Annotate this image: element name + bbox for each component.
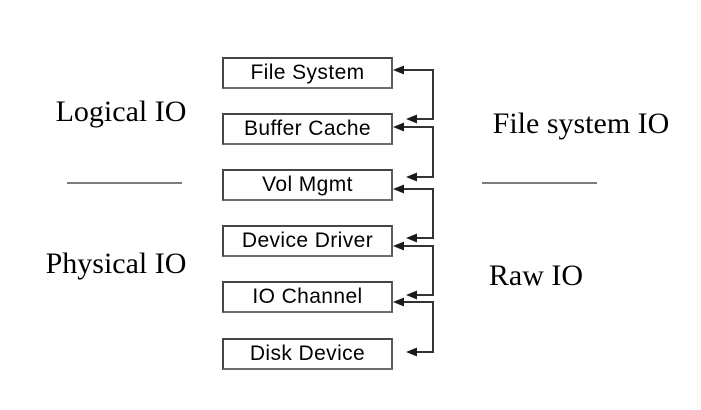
region-label-file-system-io: File system IO <box>492 107 670 140</box>
arrowhead-toward-lower-box <box>406 233 417 243</box>
divider-right <box>482 182 597 184</box>
connector-bracket-2 <box>393 122 434 182</box>
arrowhead-into-upper-box <box>393 65 404 75</box>
arrowhead-toward-lower-box <box>406 172 417 182</box>
arrowhead-toward-lower-box <box>406 347 417 357</box>
arrowhead-toward-lower-box <box>406 290 417 300</box>
layer-box-vol-mgmt: Vol Mgmt <box>222 169 393 201</box>
layer-label-device-driver: Device Driver <box>241 229 374 252</box>
connector-bracket-3 <box>393 184 434 243</box>
layer-label-file-system: File System <box>250 61 365 84</box>
arrowhead-into-upper-box <box>393 241 404 251</box>
layer-label-buffer-cache: Buffer Cache <box>244 117 371 140</box>
connector-bracket-5 <box>393 297 434 357</box>
layer-label-disk-device: Disk Device <box>249 342 366 365</box>
region-label-logical-io: Logical IO <box>55 95 187 128</box>
layer-box-disk-device: Disk Device <box>222 338 393 370</box>
layer-box-file-system: File System <box>222 57 393 89</box>
arrowhead-into-upper-box <box>393 122 404 132</box>
arrowhead-into-upper-box <box>393 184 404 194</box>
layer-box-buffer-cache: Buffer Cache <box>222 113 393 145</box>
layer-label-vol-mgmt: Vol Mgmt <box>262 173 353 196</box>
region-label-raw-io: Raw IO <box>488 259 584 292</box>
layer-label-io-channel: IO Channel <box>252 285 363 308</box>
arrowhead-toward-lower-box <box>406 114 417 124</box>
region-label-physical-io: Physical IO <box>45 247 187 280</box>
layer-box-device-driver: Device Driver <box>222 225 393 257</box>
connector-bracket-4 <box>393 241 434 300</box>
connector-bracket-1 <box>393 65 434 124</box>
divider-left <box>67 182 182 184</box>
arrowhead-into-upper-box <box>393 297 404 307</box>
layer-box-io-channel: IO Channel <box>222 281 393 313</box>
